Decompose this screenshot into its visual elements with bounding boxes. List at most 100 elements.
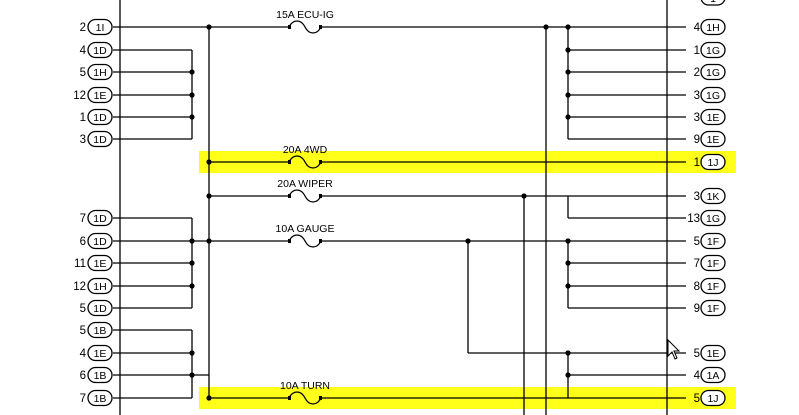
right-pin-number: 7 [694, 258, 700, 270]
left-pin-number: 6 [80, 370, 86, 382]
left-connector: 1H [87, 277, 113, 295]
connector-oval [87, 344, 113, 362]
junction-dot [565, 114, 571, 120]
right-connector: 1H [700, 18, 726, 36]
junction-dot [189, 350, 195, 356]
connector-label: 1 [710, 0, 716, 5]
connector-oval [700, 366, 726, 384]
connector-oval [700, 187, 726, 205]
left-connector: 1D [87, 232, 113, 250]
connector-oval [87, 209, 113, 227]
connector-oval [700, 153, 726, 171]
junction-dot [565, 24, 571, 30]
right-connector: 1G [700, 41, 726, 59]
connector-label: 1D [93, 112, 107, 124]
connector-label: 1F [707, 281, 719, 293]
connector-label: 1F [707, 303, 719, 315]
right-connector: 1F [700, 254, 726, 272]
connector-oval [87, 254, 113, 272]
right-connector: 1E [700, 344, 726, 362]
junction-dot [521, 193, 527, 199]
right-pin-number: 4 [694, 370, 701, 382]
fuse-terminal-icon [319, 160, 322, 164]
left-connector: 1D [87, 299, 113, 317]
connector-label: 1G [706, 45, 720, 57]
right-pin-number: 2 [694, 67, 700, 79]
left-connector: 1E [87, 344, 113, 362]
connector-oval [700, 86, 726, 104]
fuse: 15A ECU-IG [276, 9, 334, 34]
fuse-label: 10A GAUGE [276, 223, 335, 235]
right-connector: 1F [700, 299, 726, 317]
left-pin-number: 3 [80, 134, 86, 146]
left-connector: 1E [87, 86, 113, 104]
junction-dot [206, 395, 212, 401]
left-pin-number: 7 [80, 213, 86, 225]
connector-label: 1I [96, 22, 105, 34]
junction-dot [565, 372, 571, 378]
connector-oval [700, 277, 726, 295]
fuse-terminal-icon [319, 396, 322, 400]
fuse-terminal-icon [288, 160, 291, 164]
wire-layer [113, 0, 686, 415]
right-pin-number: 5 [694, 348, 700, 360]
right-pin-number: 1 [694, 45, 700, 57]
connector-oval [87, 86, 113, 104]
connector-label: 1J [707, 157, 718, 169]
right-pin-number: 9 [694, 303, 700, 315]
junction-dot [465, 238, 471, 244]
connector-oval [87, 389, 113, 407]
right-connector: 1K [700, 187, 726, 205]
connector-label: 1A [707, 370, 720, 382]
connector-label: 1H [93, 281, 106, 293]
connector-oval [700, 209, 726, 227]
connector-oval [700, 254, 726, 272]
right-pin-number: 1 [694, 157, 700, 169]
fuse: 20A 4WD [283, 144, 328, 169]
connector-oval [87, 130, 113, 148]
connector-oval [700, 130, 726, 148]
right-connector: 1G [700, 86, 726, 104]
connector-label: 1B [94, 370, 107, 382]
left-pin-number: 12 [73, 281, 86, 293]
connector-label: 1D [93, 236, 107, 248]
connector-oval [700, 0, 726, 6]
connector-label: 1E [707, 348, 720, 360]
connector-oval [87, 299, 113, 317]
right-connector: 1E [700, 130, 726, 148]
left-connector: 1B [87, 321, 113, 339]
left-pin-number: 5 [80, 325, 86, 337]
left-pin-number: 2 [80, 22, 86, 34]
fuse: 10A TURN [280, 380, 330, 405]
left-connector: 1D [87, 108, 113, 126]
connector-oval [700, 299, 726, 317]
right-pin-number: 5 [694, 393, 700, 405]
connector-oval [700, 108, 726, 126]
right-pin-number: 9 [694, 134, 700, 146]
connector-label: 1B [94, 393, 107, 405]
connector-oval [700, 18, 726, 36]
fuse-terminal-icon [319, 239, 322, 243]
fuse: 20A WIPER [277, 178, 333, 203]
connector-oval [87, 321, 113, 339]
right-connector: 1E [700, 108, 726, 126]
connector-label: 1E [707, 134, 720, 146]
fuse-terminal-icon [288, 25, 291, 29]
fuse-terminal-icon [288, 396, 291, 400]
junction-dot [565, 238, 571, 244]
connector-oval [700, 344, 726, 362]
right-connector: 1J [700, 389, 726, 407]
connector-label: 1E [94, 258, 107, 270]
left-connector: 1B [87, 389, 113, 407]
connector-oval [87, 63, 113, 81]
fuse-terminal-icon [319, 25, 322, 29]
connector-oval [87, 277, 113, 295]
left-pin-number: 1 [80, 112, 86, 124]
left-connector: 1H [87, 63, 113, 81]
connector-oval [700, 389, 726, 407]
connector-label: 1H [93, 67, 106, 79]
right-connector: 1F [700, 277, 726, 295]
right-pin-number: 13 [687, 213, 700, 225]
junction-dot [206, 193, 212, 199]
